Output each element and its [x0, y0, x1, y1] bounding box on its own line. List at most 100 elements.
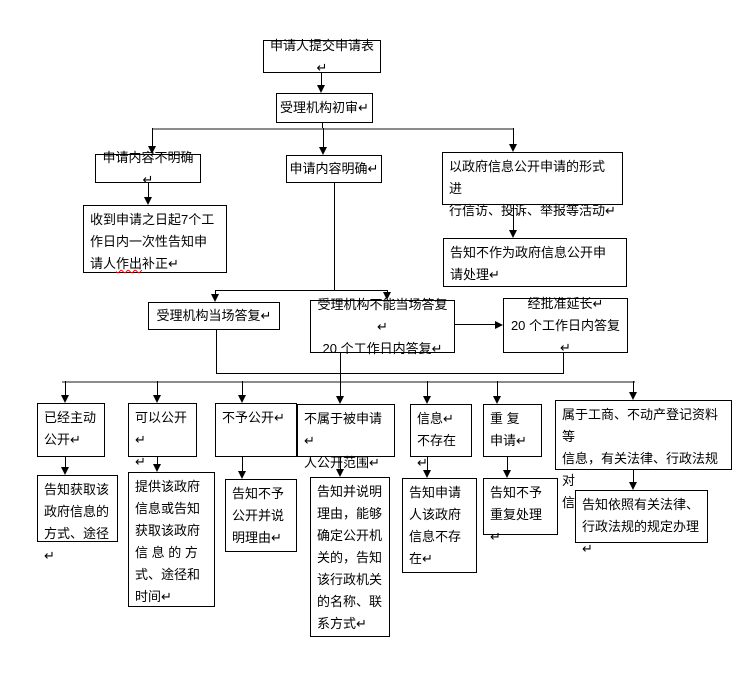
- box-text: 不予公开↵: [222, 410, 285, 425]
- box-text: 申请内容不明确↵: [102, 149, 194, 187]
- flow-box-result-info-not-exist: 告知申请 人该政府 信息不存 在↵: [402, 478, 477, 573]
- connector-line: [152, 128, 153, 147]
- arrow-down-icon: [336, 469, 344, 477]
- arrow-down-icon: [503, 470, 511, 478]
- flow-box-can-disclose: 可以公开↵ ↵: [128, 403, 197, 469]
- arrow-down-icon: [319, 147, 327, 155]
- box-text: 告知不予 公开并说 明理由↵: [232, 486, 285, 545]
- flow-box-content-clear: 申请内容明确↵: [286, 155, 382, 183]
- arrow-down-icon: [317, 85, 325, 93]
- connector-line: [334, 183, 335, 291]
- connector-line: [507, 457, 508, 471]
- connector-line: [497, 381, 498, 397]
- box-text: 告知依照有关法律、 行政法规的规定办理↵: [582, 497, 700, 556]
- flow-box-already-disclosed: 已经主动 公开↵: [37, 403, 105, 457]
- connector-line: [242, 457, 243, 472]
- connector-line: [340, 457, 341, 470]
- arrow-down-icon: [211, 294, 219, 302]
- flow-box-result-already-disclosed: 告知获取该 政府信息的 方式、途径↵: [37, 475, 118, 563]
- arrow-down-icon: [144, 197, 152, 205]
- connector-line: [323, 128, 324, 148]
- connector-line: [633, 470, 634, 483]
- connector-line: [321, 73, 322, 87]
- connector-line: [65, 457, 66, 468]
- flow-box-cannot-reply-on-spot: 受理机构不能当场答复↵ 20 个工作日内答复↵: [310, 297, 455, 356]
- box-text: 申请人提交申请表↵: [269, 37, 374, 75]
- box-text: 经批准延长↵ 20 个工作日内答复↵: [510, 295, 621, 355]
- connector-line: [633, 381, 634, 393]
- flow-box-reply-on-spot: 受理机构当场答复↵: [148, 302, 280, 330]
- arrow-down-icon: [61, 467, 69, 475]
- flow-box-result-special: 告知依照有关法律、 行政法规的规定办理↵: [575, 490, 708, 556]
- box-text: 告知获取该 政府信息的 方式、途径↵: [44, 482, 110, 563]
- flow-box-submit-application: 申请人提交申请表↵: [263, 38, 381, 75]
- box-text: 告知不作为政府信息公开申 请处理↵: [450, 245, 607, 282]
- arrow-down-icon: [238, 395, 246, 403]
- box-text: 收到申请之日起7个工作日内一次性告知申 请人: [90, 212, 215, 271]
- connector-line: [427, 457, 428, 471]
- box-text: 受理机构不能当场答复↵ 20 个工作日内答复↵: [317, 296, 448, 356]
- flow-box-info-not-exist: 信息↵ 不存在↵: [410, 404, 472, 470]
- connector-line: [216, 330, 217, 374]
- spellcheck-underlined-text: 作出: [116, 256, 143, 271]
- arrow-down-icon: [153, 464, 161, 472]
- arrow-down-icon: [423, 396, 431, 404]
- flow-box-not-disclose: 不予公开↵: [215, 403, 297, 457]
- box-text: 补正↵: [142, 256, 179, 271]
- connector-line: [216, 373, 564, 374]
- arrow-down-icon: [629, 482, 637, 490]
- connector-line: [65, 381, 66, 396]
- flow-box-content-unclear: 申请内容不明确↵: [95, 150, 201, 187]
- box-text: 已经主动 公开↵: [44, 410, 97, 447]
- flow-box-notify-correction: 收到申请之日起7个工作日内一次性告知申 请人作出补正↵: [83, 205, 227, 273]
- flow-box-not-treated-as-application: 告知不作为政府信息公开申 请处理↵: [443, 238, 627, 287]
- arrow-down-icon: [509, 230, 517, 238]
- connector-line: [148, 183, 149, 198]
- connector-line: [427, 381, 428, 397]
- flow-box-result-can-disclose: 提供该政府 信息或告知 获取该政府 信 息 的 方 式、途径和 时间↵: [128, 472, 215, 607]
- box-text: 告知不予 重复处理↵: [490, 485, 543, 544]
- branch-bus-line: [152, 128, 514, 130]
- arrow-down-icon: [148, 146, 156, 154]
- box-text: 信息↵ 不存在↵: [417, 411, 457, 470]
- connector-line: [455, 324, 496, 325]
- box-text: 告知申请 人该政府 信息不存 在↵: [409, 485, 462, 566]
- connector-line: [215, 290, 387, 291]
- flow-box-result-repeated: 告知不予 重复处理↵: [483, 478, 558, 544]
- main-bus-line: [62, 381, 635, 383]
- arrow-down-icon: [336, 396, 344, 404]
- connector-line: [157, 457, 158, 465]
- flow-box-approved-extension: 经批准延长↵ 20 个工作日内答复↵: [503, 296, 628, 355]
- box-text: 可以公开↵ ↵: [135, 410, 188, 469]
- flow-box-initial-review: 受理机构初审↵: [276, 93, 373, 123]
- box-text: 告知并说明 理由，能够 确定公开机 关的，告知 该行政机关 的名称、联 系方式↵: [317, 484, 383, 631]
- flow-box-result-not-disclose: 告知不予 公开并说 明理由↵: [225, 479, 297, 552]
- box-text: 申请内容明确↵: [289, 161, 379, 176]
- flow-box-repeated-application: 重 复 申请↵: [483, 404, 542, 457]
- connector-line: [215, 290, 216, 296]
- flow-box-result-not-in-scope: 告知并说明 理由，能够 确定公开机 关的，告知 该行政机关 的名称、联 系方式↵: [310, 477, 390, 637]
- arrow-down-icon: [509, 144, 517, 152]
- box-text: 不属于被申请↵ 人公开范围↵: [304, 411, 383, 470]
- arrow-down-icon: [61, 395, 69, 403]
- connector-line: [563, 353, 564, 374]
- box-text: 受理机构当场答复↵: [156, 308, 272, 323]
- arrow-right-icon: [495, 321, 503, 329]
- connector-line: [322, 123, 323, 130]
- flow-box-special-regulation: 属于工商、不动产登记资料等 信息，有关法律、行政法规对 信息获取有特别规定的↵: [555, 400, 732, 510]
- arrow-down-icon: [383, 292, 391, 300]
- arrow-down-icon: [153, 395, 161, 403]
- connector-line: [242, 381, 243, 396]
- connector-line: [157, 381, 158, 396]
- box-text: 受理机构初审↵: [280, 100, 369, 115]
- box-text: 重 复 申请↵: [490, 411, 527, 448]
- box-text: 提供该政府 信息或告知 获取该政府 信 息 的 方 式、途径和 时间↵: [135, 479, 201, 604]
- connector-line: [340, 353, 341, 398]
- connector-line: [513, 205, 514, 231]
- arrow-down-icon: [423, 470, 431, 478]
- flow-box-petition-form: 以政府信息公开申请的形式进 行信访、投诉、举报等活动↵: [442, 152, 623, 218]
- box-text: 以政府信息公开申请的形式进 行信访、投诉、举报等活动↵: [449, 159, 616, 218]
- arrow-down-icon: [493, 396, 501, 404]
- arrow-down-icon: [629, 392, 637, 400]
